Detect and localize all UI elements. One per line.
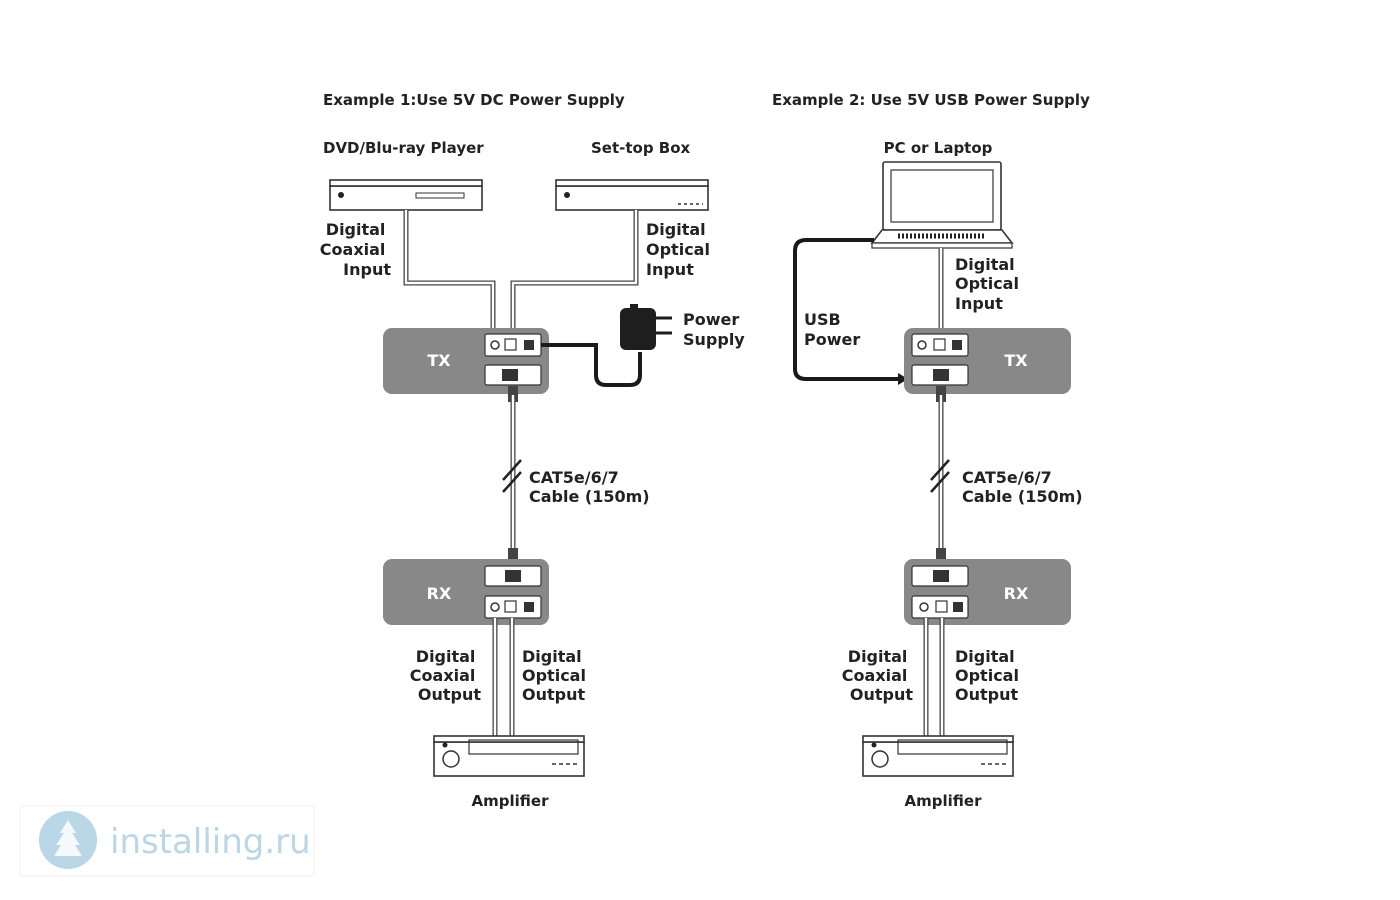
usb-power-cable [793, 238, 898, 381]
cat-cable-1 [502, 386, 522, 564]
output-cables-2 [923, 618, 945, 736]
coax-input-label: Digital Coaxial Input [320, 220, 392, 279]
power-cable [541, 343, 642, 387]
dvd-player-icon [329, 179, 483, 211]
input-cables [403, 210, 639, 328]
optical-input-label: Digital Optical Input [646, 220, 716, 279]
optical-output-label: Digital Optical Output [522, 647, 592, 704]
example-2-title: Example 2: Use 5V USB Power Supply [772, 91, 1090, 109]
coax-output-label-2: Digital Coaxial Output [842, 647, 914, 704]
rx-unit-1: RX [383, 559, 549, 625]
rx-unit-2: RX [904, 559, 1071, 625]
rx-label: RX [427, 584, 452, 603]
laptop-icon [870, 161, 1014, 249]
amplifier-icon [433, 735, 585, 777]
set-top-box-icon [555, 179, 709, 211]
amplifier-label-2: Amplifier [905, 792, 983, 810]
optical-input-label-2: Digital Optical Input [955, 255, 1025, 313]
tx-label-2: TX [1004, 351, 1028, 370]
cat-cable-label-2: CAT5e/6/7 Cable (150m) [962, 468, 1083, 506]
watermark: installing.ru [19, 805, 315, 877]
dvd-player-label: DVD/Blu-ray Player [323, 139, 484, 157]
optical-output-label-2: Digital Optical Output [955, 647, 1025, 704]
output-cables [492, 618, 515, 736]
watermark-logo-icon [39, 811, 97, 869]
tx-unit-2: TX [904, 328, 1071, 394]
set-top-box-label: Set-top Box [591, 139, 691, 157]
cat-cable-label: CAT5e/6/7 Cable (150m) [529, 468, 650, 506]
pc-laptop-label: PC or Laptop [884, 139, 993, 157]
amplifier-label: Amplifier [472, 792, 550, 810]
power-supply-label: Power Supply [683, 310, 745, 349]
amplifier-icon-2 [862, 735, 1014, 777]
usb-power-label: USB Power [804, 310, 860, 349]
example-1-title: Example 1:Use 5V DC Power Supply [323, 91, 625, 109]
tx-unit-1: TX [383, 328, 549, 394]
example-2: Example 2: Use 5V USB Power Supply PC or… [772, 91, 1090, 810]
coax-output-label: Digital Coaxial Output [410, 647, 482, 704]
rx-label-2: RX [1004, 584, 1029, 603]
example-1: Example 1:Use 5V DC Power Supply DVD/Blu… [320, 91, 746, 810]
watermark-text: installing.ru [110, 822, 311, 862]
tx-label: TX [427, 351, 451, 370]
power-adapter-icon [620, 304, 672, 350]
cat-cable-2 [930, 386, 950, 564]
